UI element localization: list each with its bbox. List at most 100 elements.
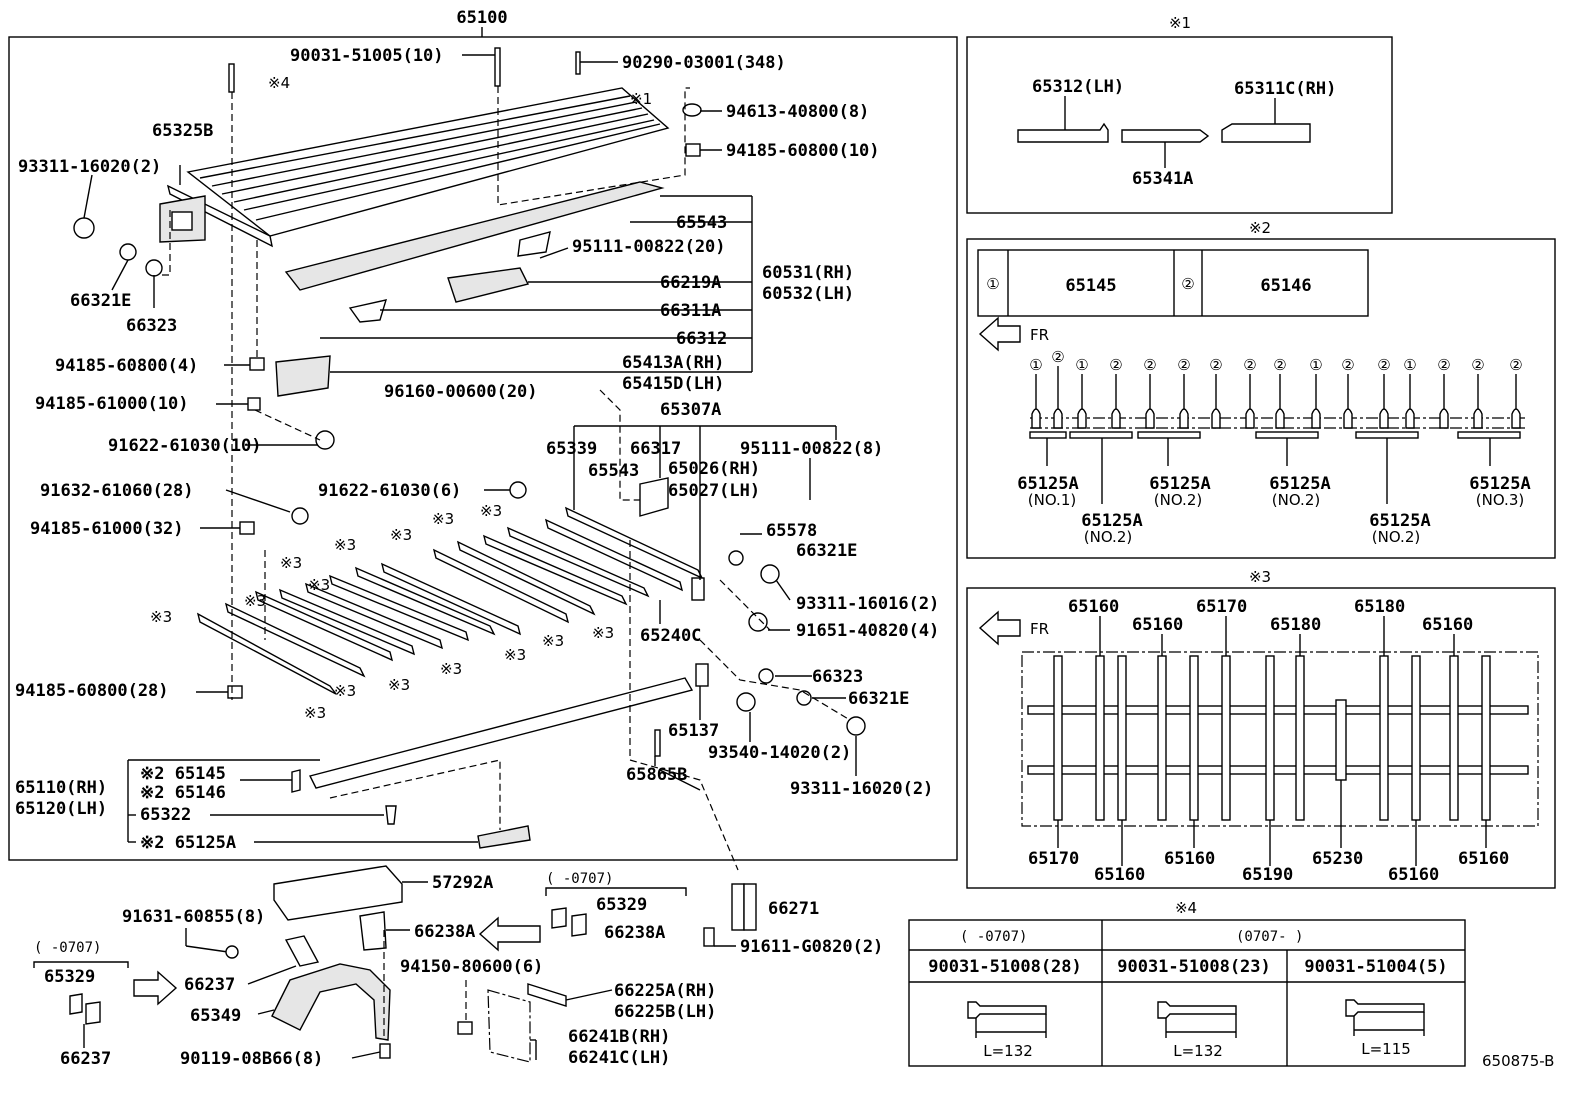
label-66321E-mid: 66321E (796, 541, 857, 561)
clip-number: ② (1437, 356, 1450, 374)
label-96160-00600: 96160-00600(20) (384, 382, 538, 402)
panel-4-header: (0707- ) (1236, 929, 1303, 945)
crossmember-bar (1481, 655, 1491, 821)
label-95111-00822-8: 95111-00822(8) (740, 439, 883, 459)
label-94185-60800-4: 94185-60800(4) (55, 356, 198, 376)
fasteners (73, 47, 866, 825)
panel-1-label-65312: 65312(LH) (1032, 77, 1124, 97)
panel-4-part: 90031-51008(23) (1117, 957, 1271, 977)
clip-icon (1145, 408, 1155, 429)
panel-2-sublabel: (NO.2) (1154, 491, 1202, 509)
part-65125A (477, 825, 531, 849)
panel-2-fr: FR (1030, 326, 1049, 344)
panel-4-length: L=115 (1361, 1040, 1411, 1058)
label-65329-b: 65329 (44, 967, 95, 987)
label-66241B: 66241B(RH) (568, 1027, 670, 1047)
panel-2-mark: ※2 (1249, 219, 1271, 237)
crossmember-bar (1117, 655, 1127, 821)
legend-part-65145: 65145 (1065, 276, 1116, 296)
crossmember-bar (1053, 655, 1063, 821)
crossmember-bar (1449, 655, 1459, 821)
label-91622-61030-6: 91622-61030(6) (318, 481, 461, 501)
panel-3-top-label: 65160 (1132, 615, 1183, 635)
clip-icon (1511, 408, 1521, 429)
label-66317: 66317 (630, 439, 681, 459)
label-90290-03001: 90290-03001(348) (622, 53, 786, 73)
mark-3: ※3 (280, 554, 302, 572)
panel-1-label-65311C: 65311C(RH) (1234, 79, 1336, 99)
crossmember-bar (1295, 655, 1305, 821)
clip-icon (1379, 408, 1389, 429)
crossmember-bar (1379, 655, 1389, 821)
label-91622-61030-10: 91622-61030(10) (108, 436, 262, 456)
part-66219A (447, 267, 530, 303)
clip-number: ② (1177, 356, 1190, 374)
diagram-code: 650875-B (1482, 1052, 1554, 1070)
mark-3: ※3 (334, 682, 356, 700)
label-91611-G0820: 91611-G0820(2) (740, 937, 883, 957)
mark-3: ※3 (308, 576, 330, 594)
side-rail-65543 (284, 181, 665, 291)
clip-icon (1473, 408, 1483, 429)
panel-4-length: L=132 (983, 1042, 1033, 1060)
clip-number: ② (1509, 356, 1522, 374)
clip-icon (1245, 408, 1255, 429)
label-66237-b: 66237 (60, 1049, 111, 1069)
clip-number: ② (1273, 356, 1286, 374)
legend-part-65146: 65146 (1260, 276, 1311, 296)
panel-3-mark: ※3 (1249, 568, 1271, 586)
label-94185-60800-10: 94185-60800(10) (726, 141, 880, 161)
panel-2-label-65125A: 65125A (1369, 511, 1430, 531)
label-65415D: 65415D(LH) (622, 374, 724, 394)
panel-3-top-label: 65180 (1270, 615, 1321, 635)
label-66238A-main: 66238A (414, 922, 475, 942)
connectors (160, 86, 851, 871)
label-66241C: 66241C(LH) (568, 1048, 670, 1068)
mark-3: ※3 (440, 660, 462, 678)
mark-3: ※3 (542, 632, 564, 650)
mark-1-main: ※1 (630, 90, 652, 108)
panel-3-bottom-label: 65160 (1094, 865, 1145, 885)
part-66241-mudflap (487, 989, 531, 1063)
arrow-right-icon (133, 970, 178, 1006)
label-65322: 65322 (140, 805, 191, 825)
label-65339: 65339 (546, 439, 597, 459)
label-91632-61060: 91632-61060(28) (40, 481, 194, 501)
mark-3: ※3 (244, 592, 266, 610)
panel-3: ※3 FR 65160 65160 65170 65180 65180 6516… (966, 568, 1556, 889)
clip-icon (1311, 408, 1321, 429)
panel-2-label-65125A: 65125A (1469, 474, 1530, 494)
label-65329-a: 65329 (596, 895, 647, 915)
label-65543-mid: 65543 (588, 461, 639, 481)
panel-1-label-65341A: 65341A (1132, 169, 1193, 189)
leader-lines (83, 54, 857, 843)
panel-4-mark: ※4 (1175, 899, 1197, 917)
label-94185-61000-10: 94185-61000(10) (35, 394, 189, 414)
label-66321E-top: 66321E (70, 291, 131, 311)
panel-3-bottom-label: 65160 (1388, 865, 1439, 885)
panel-1-mark: ※1 (1169, 14, 1191, 32)
label-95111-00822-20: 95111-00822(20) (572, 237, 726, 257)
lower-parts: 57292A 91631-60855(8) 66238A ( -0707) 65… (33, 865, 883, 1069)
clip-number: ② (1243, 356, 1256, 374)
panel-2-sublabel: (NO.1) (1028, 491, 1076, 509)
panel-3-bottom-label: 65190 (1242, 865, 1293, 885)
label-65110: 65110(RH) (15, 778, 107, 798)
mark-3: ※3 (480, 502, 502, 520)
panel-3-bottom-label: 65170 (1028, 849, 1079, 869)
clip-icon (1179, 408, 1189, 429)
label-94613-40800: 94613-40800(8) (726, 102, 869, 122)
label-66311A: 66311A (660, 301, 721, 321)
label-65865B: 65865B (626, 765, 687, 785)
label-66225A: 66225A(RH) (614, 981, 716, 1001)
panel-2-label-65125A: 65125A (1269, 474, 1330, 494)
label-65125A-main: ※2 65125A (140, 833, 236, 853)
mark-4-main: ※4 (268, 74, 290, 92)
clip-icon (1031, 408, 1041, 429)
clip-number: ① (1309, 356, 1322, 374)
label-65578: 65578 (766, 521, 817, 541)
clip-number: ① (1029, 356, 1042, 374)
legend-num-1: ① (986, 275, 999, 293)
mark-3: ※3 (504, 646, 526, 664)
clip-icon (1275, 408, 1285, 429)
